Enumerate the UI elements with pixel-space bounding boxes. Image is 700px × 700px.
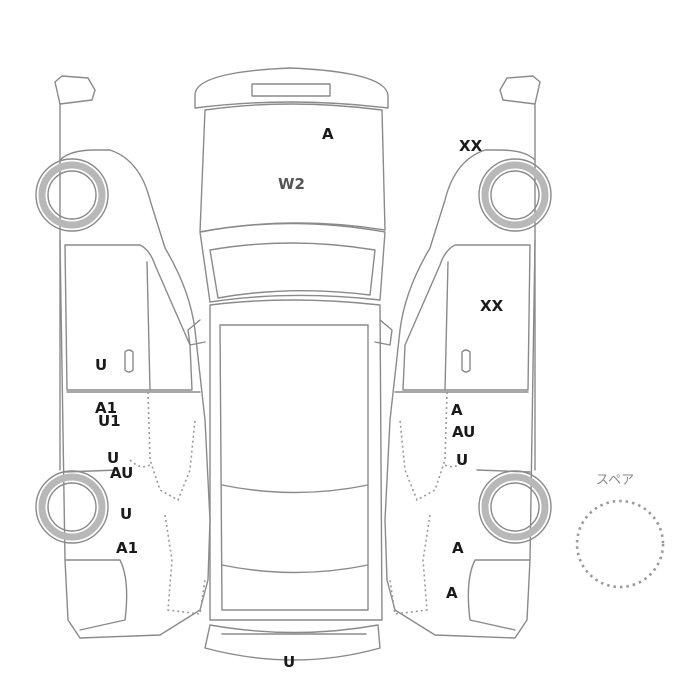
damage-marks: A W2 XX XX U A1 U1 U AU U A1 A AU U A A … [95,125,504,671]
right-rear-quarter-mark-1: A [452,539,464,557]
spare-label: スペア [596,473,634,488]
hood-mark: W2 [278,175,305,193]
left-rear-quarter-mark-2: A1 [116,539,138,557]
left-rear-door-mark-1: A1 [95,399,117,417]
right-rear-door-mark-1: A [451,401,463,419]
left-side-view [35,75,211,639]
right-front-door-mark: XX [480,297,504,315]
right-rear-door-mark-3: U [456,451,468,469]
right-side-view [384,75,552,639]
spare-tire: スペア [575,473,665,589]
roof-mark: A [322,125,334,143]
top-view [187,67,393,661]
left-rear-door-mark-3: U [107,449,119,467]
right-front-fender-mark: XX [459,137,483,155]
rear-bumper-mark: U [283,653,295,671]
left-rear-door-mark-2: U1 [98,412,121,430]
right-rear-quarter-mark-2: A [446,584,458,602]
left-rear-quarter-mark-1: U [120,505,132,523]
right-rear-door-mark-2: AU [452,423,475,441]
left-rear-door-mark-4: AU [110,464,133,482]
left-front-door-mark: U [95,356,107,374]
